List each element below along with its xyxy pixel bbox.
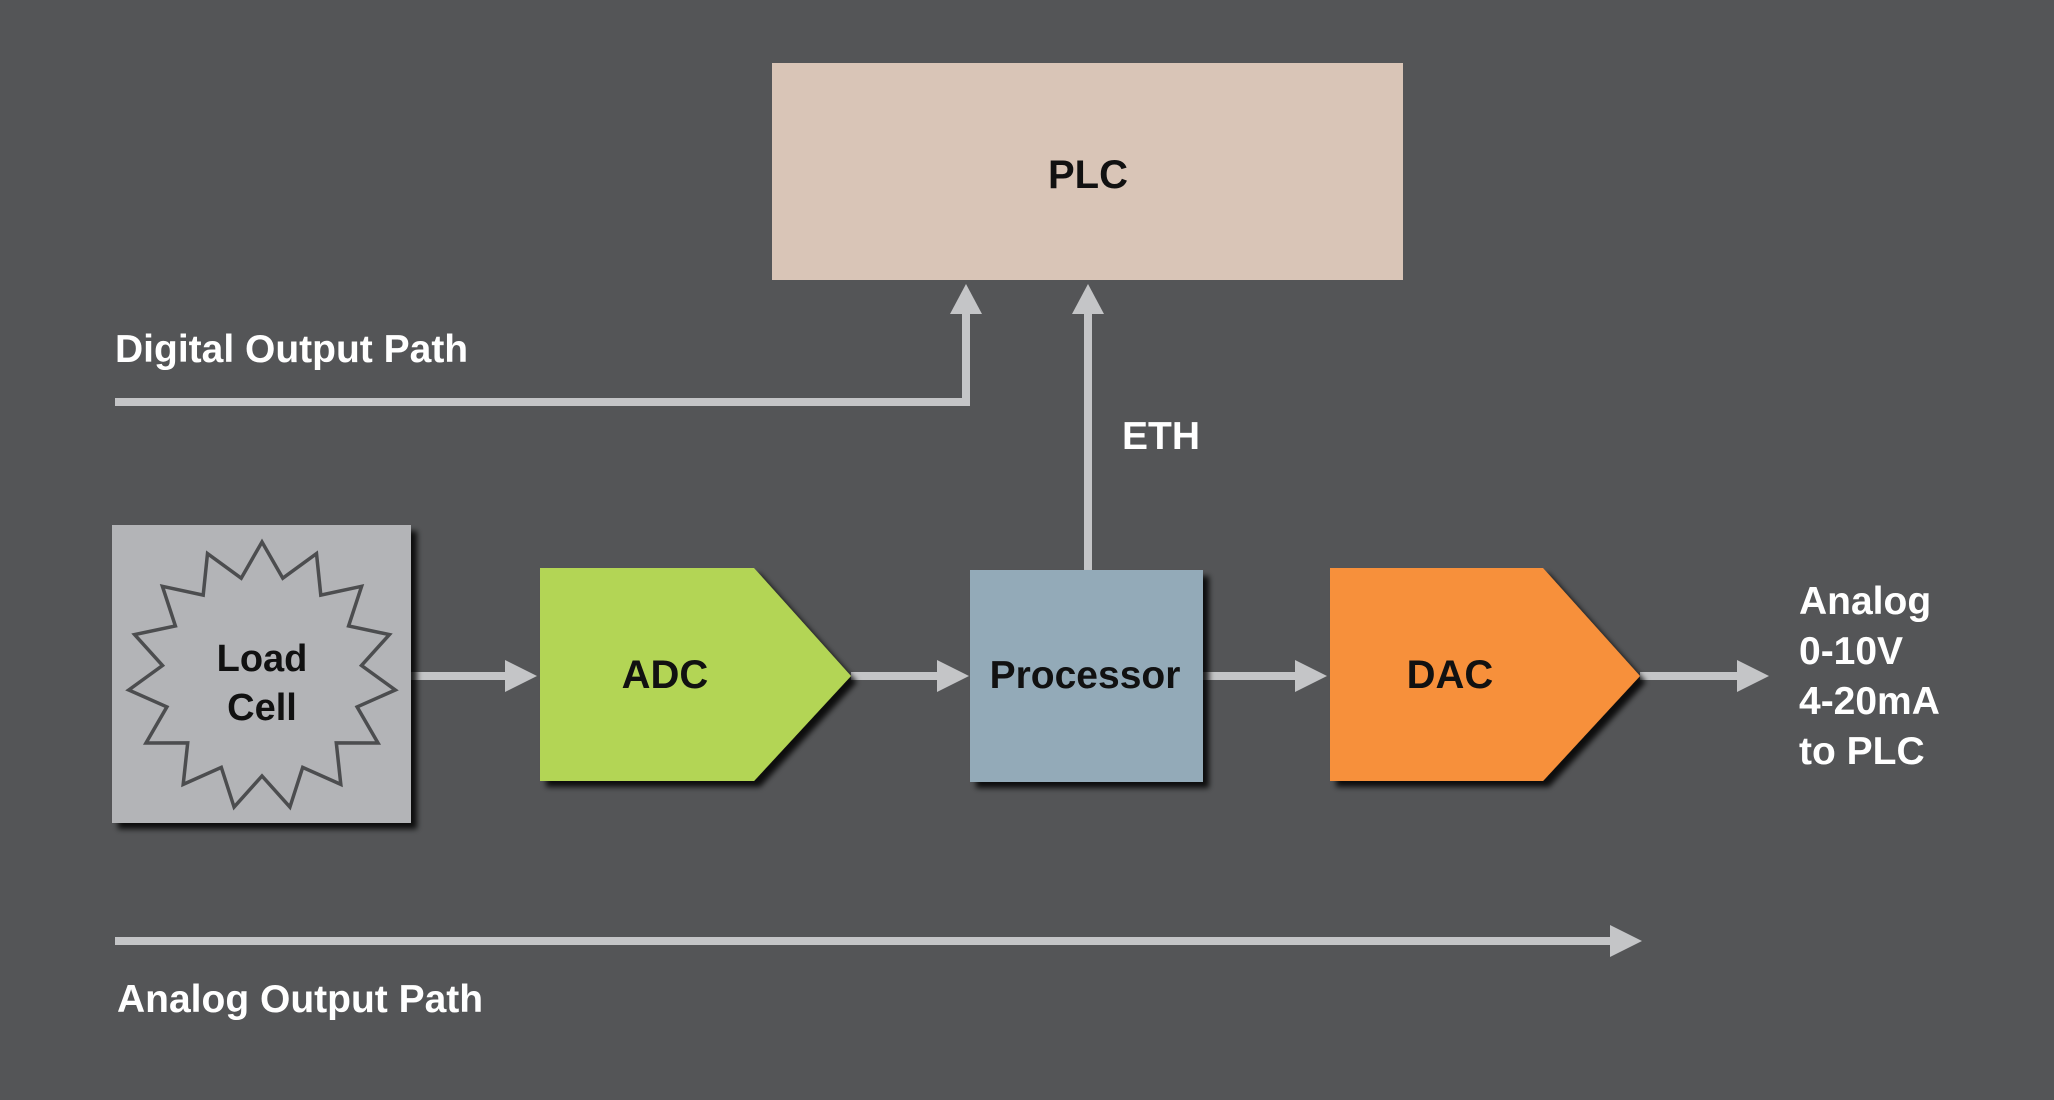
processor-box bbox=[970, 570, 1203, 782]
dac-output-arrowhead bbox=[1737, 660, 1769, 692]
plc-node: PLC bbox=[772, 63, 1403, 280]
dac-node: DAC bbox=[1330, 568, 1640, 781]
loadcell-adc-arrowhead bbox=[505, 660, 537, 692]
plc-box bbox=[772, 63, 1403, 280]
analog-output-line-3: 4-20mA bbox=[1799, 680, 1940, 723]
plc-label: PLC bbox=[1048, 153, 1128, 197]
processor-dac-arrowhead bbox=[1295, 660, 1327, 692]
digital-path-connector bbox=[115, 312, 970, 406]
connectors bbox=[115, 284, 1769, 957]
analog-output-line-1: Analog bbox=[1799, 580, 1931, 623]
processor-node: Processor bbox=[970, 570, 1203, 782]
dac-shape bbox=[1330, 568, 1640, 781]
adc-shape bbox=[540, 568, 851, 781]
analog-output-line-2: 0-10V bbox=[1799, 630, 1903, 673]
digital-path-arrowhead bbox=[950, 284, 982, 314]
text-labels: Digital Output Path ETH Analog Output Pa… bbox=[115, 328, 1940, 1021]
processor-label: Processor bbox=[990, 654, 1181, 697]
load-cell-box bbox=[112, 525, 411, 823]
adc-label: ADC bbox=[622, 653, 709, 697]
load-cell-label-line1: Load bbox=[217, 638, 308, 680]
eth-label: ETH bbox=[1122, 415, 1200, 458]
analog-output-path-label: Analog Output Path bbox=[117, 978, 483, 1021]
load-cell-label-line2: Cell bbox=[227, 687, 297, 729]
digital-output-path-label: Digital Output Path bbox=[115, 328, 468, 371]
strain-gauge-icon bbox=[125, 538, 399, 811]
adc-node: ADC bbox=[540, 568, 851, 781]
analog-output-line-4: to PLC bbox=[1799, 730, 1925, 773]
analog-path-arrowhead bbox=[1610, 925, 1642, 957]
dac-label: DAC bbox=[1407, 653, 1494, 697]
eth-arrowhead bbox=[1072, 284, 1104, 314]
load-cell-node: Load Cell bbox=[112, 525, 411, 823]
adc-processor-arrowhead bbox=[937, 660, 969, 692]
